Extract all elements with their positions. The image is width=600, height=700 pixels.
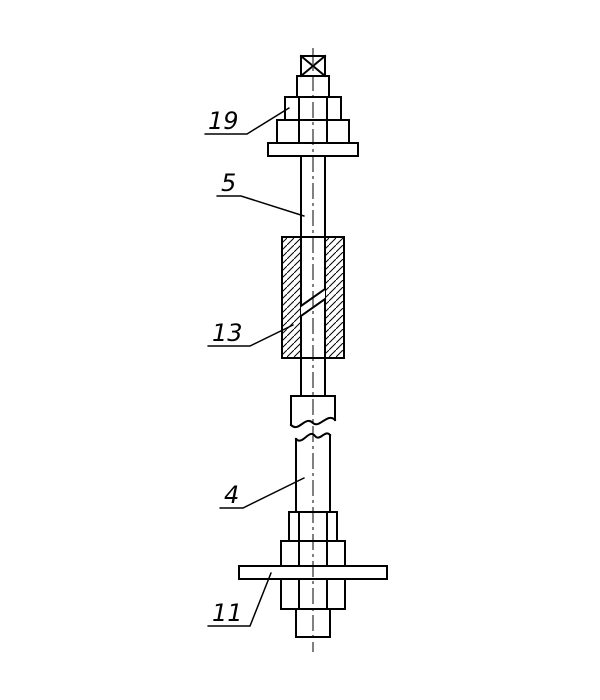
leader-4 (219, 477, 305, 509)
leader-13 (207, 324, 294, 347)
assembly-linework (238, 54, 388, 638)
part-label-13: 13 (212, 319, 243, 347)
hatch-left (283, 238, 301, 357)
break-symbol (289, 395, 337, 442)
part-labels: 19 5 13 4 11 (208, 107, 243, 627)
part-label-19: 19 (208, 107, 239, 135)
part-label-4: 4 (224, 481, 239, 509)
part-label-5: 5 (221, 169, 236, 197)
coupling-13 (281, 236, 345, 359)
leader-5 (216, 195, 305, 217)
leader-19 (204, 107, 290, 135)
leader-11 (207, 572, 272, 627)
hatch-right (325, 238, 343, 357)
rod-4 (295, 434, 331, 513)
leader-lines (204, 107, 305, 627)
part-label-11: 11 (212, 599, 243, 627)
